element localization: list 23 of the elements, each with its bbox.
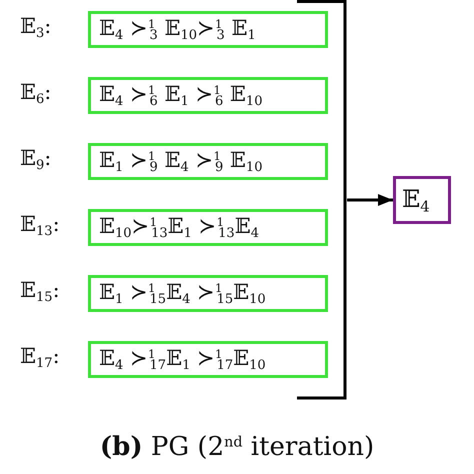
set-label: 𝔼$_{3}$: bbox=[20, 14, 52, 41]
formula-text: 𝔼$_{1}$ ≻$^{1}$$_{15}$𝔼$_{4}$ ≻$^{1}$$_{15}$𝔼$_{10}$ bbox=[99, 280, 266, 307]
set-label: 𝔼$_{13}$: bbox=[20, 212, 60, 239]
formula-text: 𝔼$_{10}$≻$^{1}$$_{13}$𝔼$_{1}$ ≻$^{1}$$_{13}$𝔼$_{4}$ bbox=[99, 214, 260, 241]
set-label: 𝔼$_{9}$: bbox=[20, 146, 52, 173]
formula-text: 𝔼$_{4}$ bbox=[402, 184, 430, 216]
ranking-box bbox=[88, 209, 328, 246]
formula-text: 𝔼$_{4}$ ≻$^{1}$$_{17}$𝔼$_{1}$ ≻$^{1}$$_{17}$𝔼$_{10}$ bbox=[99, 346, 266, 373]
formula-text: 𝔼$_{4}$ ≻$^{1}$$_{6}$ 𝔼$_{1}$ ≻$^{1}$$_{6}$ 𝔼$_{10}$ bbox=[99, 82, 262, 109]
arrow bbox=[347, 194, 393, 206]
ranking-box bbox=[88, 143, 328, 180]
ranking-box bbox=[88, 77, 328, 114]
set-label: 𝔼$_{17}$: bbox=[20, 344, 60, 371]
result-box bbox=[393, 176, 451, 224]
formula-text: 𝔼$_{1}$ ≻$^{1}$$_{9}$ 𝔼$_{4}$ ≻$^{1}$$_{9}$ 𝔼$_{10}$ bbox=[99, 148, 262, 175]
ranking-box bbox=[88, 11, 328, 48]
caption: (b) PG (2$^{nd}$ iteration) bbox=[98, 432, 376, 462]
bracket bbox=[297, 0, 347, 400]
set-label: 𝔼$_{6}$: bbox=[20, 80, 52, 107]
ranking-box bbox=[88, 341, 328, 378]
formula-text: 𝔼$_{4}$ ≻$^{1}$$_{3}$ 𝔼$_{10}$≻$^{1}$$_{3}$ 𝔼$_{1}$ bbox=[99, 16, 256, 43]
set-label: 𝔼$_{15}$: bbox=[20, 278, 60, 305]
ranking-box bbox=[88, 275, 328, 312]
